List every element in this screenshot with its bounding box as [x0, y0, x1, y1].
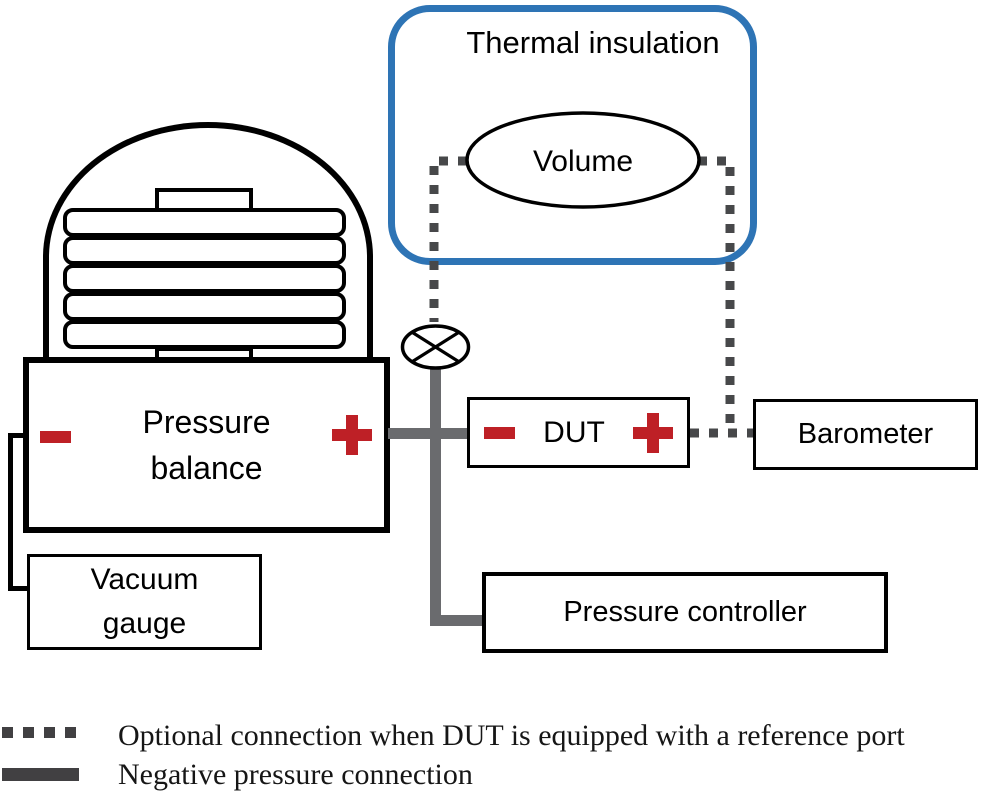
- pressure-controller-label: Pressure controller: [563, 596, 807, 628]
- plus-bar: [647, 412, 659, 453]
- legend-optional-connection-label: Optional connection when DUT is equipped…: [118, 719, 905, 752]
- weight-disc: [63, 292, 346, 321]
- minus-port-icon: [40, 431, 71, 443]
- barometer-box: Barometer: [753, 399, 978, 470]
- plus-port-icon: [332, 415, 372, 455]
- dut-label: DUT: [543, 415, 605, 449]
- dut-box: DUT: [467, 397, 690, 468]
- pressure-controller-box: Pressure controller: [482, 572, 888, 653]
- plus-port-icon: [633, 412, 673, 453]
- barometer-label: Barometer: [797, 418, 934, 450]
- legend-dotted-line-swatch: [2, 727, 79, 738]
- plus-bar: [346, 415, 358, 455]
- vacuum-gauge-box: Vacuum gauge: [27, 554, 262, 650]
- legend-solid-line-swatch: [2, 768, 79, 781]
- weight-disc: [63, 236, 346, 265]
- pressure-balance-box: Pressure balance: [23, 357, 390, 533]
- legend-negative-pressure-label: Negative pressure connection: [118, 758, 473, 791]
- valve-icon: [400, 324, 471, 370]
- minus-port-icon: [484, 426, 515, 439]
- weight-disc: [63, 320, 346, 349]
- weight-disc: [63, 264, 346, 293]
- volume-label: Volume: [532, 145, 634, 178]
- weight-disc: [63, 208, 346, 237]
- vacuum-gauge-label: Vacuum gauge: [90, 563, 199, 640]
- pressure-balance-label: Pressure balance: [142, 404, 271, 486]
- thermal-insulation-label: Thermal insulation: [466, 25, 720, 60]
